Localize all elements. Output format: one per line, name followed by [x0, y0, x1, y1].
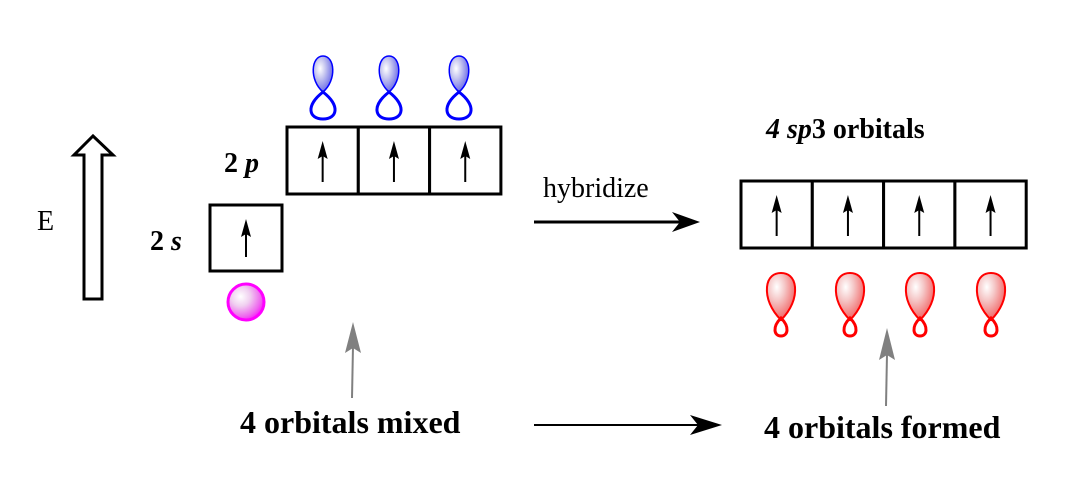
energy-label: E — [37, 206, 54, 237]
s-orbital-box — [208, 203, 284, 273]
electron-spin-up-icon — [771, 195, 782, 236]
electron-spin-up-icon — [842, 195, 853, 236]
sp3-orbital-icon — [904, 271, 936, 338]
orbital-box — [739, 179, 814, 250]
electron-spin-up-icon — [985, 195, 996, 236]
sp3-orbital-boxes — [739, 179, 1028, 250]
mixing-to-formed-arrow-icon — [534, 415, 722, 435]
bottom-captions: 4 orbitals mixed 4 orbitals formed — [240, 322, 1001, 445]
energy-arrow-icon — [70, 133, 117, 301]
electron-spin-up-icon — [388, 141, 399, 182]
electron-spin-up-icon — [317, 141, 328, 182]
p-orbital-lobes — [309, 55, 473, 121]
p-orbital-icon — [375, 55, 403, 121]
p-orbital-icon — [309, 55, 337, 121]
hybridize-step: hybridize — [534, 173, 700, 232]
caption-orbitals-mixed: 4 orbitals mixed — [240, 404, 461, 440]
sp3-orbital-icon — [975, 271, 1007, 338]
orbital-box — [356, 125, 432, 196]
p-orbital-icon — [445, 55, 473, 121]
hybridize-arrow-icon — [534, 212, 700, 232]
caption-orbitals-formed: 4 orbitals formed — [764, 409, 1001, 445]
p-orbital-boxes — [285, 125, 503, 196]
electron-spin-up-icon — [914, 195, 925, 236]
pointer-arrow-formed-icon — [879, 328, 895, 407]
energy-axis: E — [37, 133, 117, 301]
orbital-box — [810, 179, 886, 250]
s-orbital-sphere-icon — [226, 282, 266, 322]
pointer-arrow-mixed-icon — [345, 322, 361, 399]
hybridize-label: hybridize — [543, 173, 649, 204]
sp3-orbital-lobes — [765, 271, 1007, 338]
sp3-orbital-icon — [834, 271, 866, 338]
electron-spin-up-icon — [460, 141, 471, 182]
sp3-orbital-icon — [765, 271, 797, 338]
electron-spin-up-icon — [241, 219, 251, 257]
